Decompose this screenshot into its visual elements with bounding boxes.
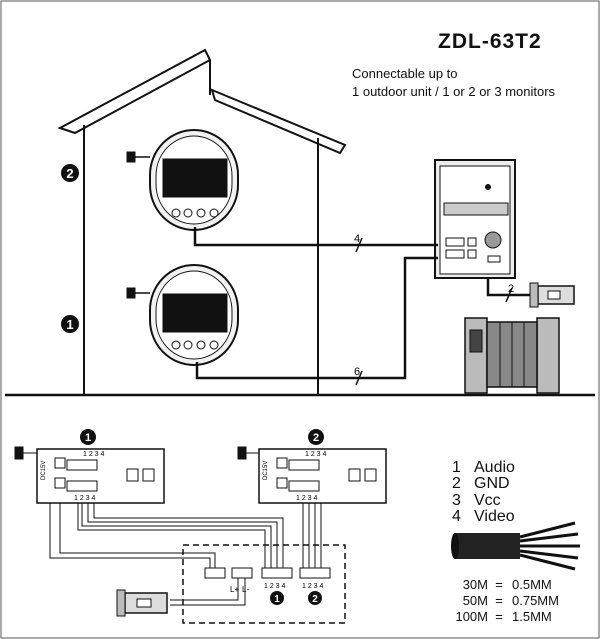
description-line-2: 1 outdoor unit / 1 or 2 or 3 monitors bbox=[352, 84, 556, 99]
module-2-pins-bottom: 1 2 3 4 bbox=[296, 495, 318, 502]
house bbox=[5, 48, 595, 397]
lock-terminal-2 bbox=[231, 567, 253, 579]
cable-label-4: 4 bbox=[354, 233, 360, 245]
floor-label-2: 2 bbox=[66, 166, 73, 181]
gauge-equals: = bbox=[495, 609, 503, 624]
cables bbox=[193, 227, 530, 380]
floor-marker-2: 2 bbox=[61, 164, 79, 182]
module-1-pins-top: 1 2 3 4 bbox=[83, 451, 105, 458]
lock-label-plus: L+ bbox=[230, 585, 239, 594]
module-2-pins-top: 1 2 3 4 bbox=[305, 451, 327, 458]
module-1-pins-bottom: 1 2 3 4 bbox=[74, 495, 96, 502]
electric-lock-top bbox=[529, 282, 575, 308]
gate bbox=[464, 317, 560, 394]
module-1-badge bbox=[80, 429, 96, 445]
electric-lock-bottom bbox=[116, 589, 168, 617]
gauge-equals: = bbox=[495, 577, 503, 592]
model-title: ZDL-63T2 bbox=[438, 30, 542, 53]
monitor-lower bbox=[126, 264, 239, 366]
gauge-length: 30M bbox=[462, 577, 488, 592]
floor-marker-1: 1 bbox=[61, 315, 79, 333]
terminal-1-label: 1 bbox=[274, 594, 280, 605]
wires bbox=[49, 503, 322, 606]
module-2-label: 2 bbox=[313, 432, 319, 444]
module-2-badge bbox=[308, 429, 324, 445]
terminal-block-2 bbox=[299, 567, 331, 579]
terminal-2-label: 2 bbox=[312, 594, 318, 605]
module-2-power-label: DC15V bbox=[263, 461, 269, 480]
cable-label-2: 2 bbox=[508, 283, 514, 295]
cable-label-6: 6 bbox=[354, 366, 360, 378]
power-adapter-2 bbox=[237, 446, 259, 460]
module-1-power-label: DC15V bbox=[41, 461, 47, 480]
gauge-size: 0.75MM bbox=[512, 593, 559, 608]
power-adapter-1 bbox=[14, 446, 37, 460]
gauge-equals: = bbox=[495, 593, 503, 608]
terminal-2-pins: 1 2 3 4 bbox=[302, 583, 324, 590]
gauge-length: 100M bbox=[455, 609, 488, 624]
gauge-size: 1.5MM bbox=[512, 609, 552, 624]
outdoor-panel-terminal-box bbox=[182, 544, 346, 624]
lock-terminal bbox=[204, 567, 226, 579]
module-1-label: 1 bbox=[85, 432, 91, 444]
monitor-upper bbox=[126, 129, 239, 231]
terminal-1-badge bbox=[270, 591, 284, 605]
module-1 bbox=[36, 448, 165, 504]
description-line-1: Connectable up to bbox=[352, 66, 458, 81]
cable-illustration bbox=[451, 521, 580, 571]
lock-label-minus: L- bbox=[242, 585, 249, 594]
terminal-block-1 bbox=[261, 567, 293, 579]
terminal-1-pins: 1 2 3 4 bbox=[264, 583, 286, 590]
module-2 bbox=[258, 448, 387, 504]
terminal-2-badge bbox=[308, 591, 322, 605]
outdoor-panel bbox=[434, 159, 516, 279]
floor-label-1: 1 bbox=[66, 317, 73, 332]
gauge-size: 0.5MM bbox=[512, 577, 552, 592]
gauge-length: 50M bbox=[462, 593, 488, 608]
